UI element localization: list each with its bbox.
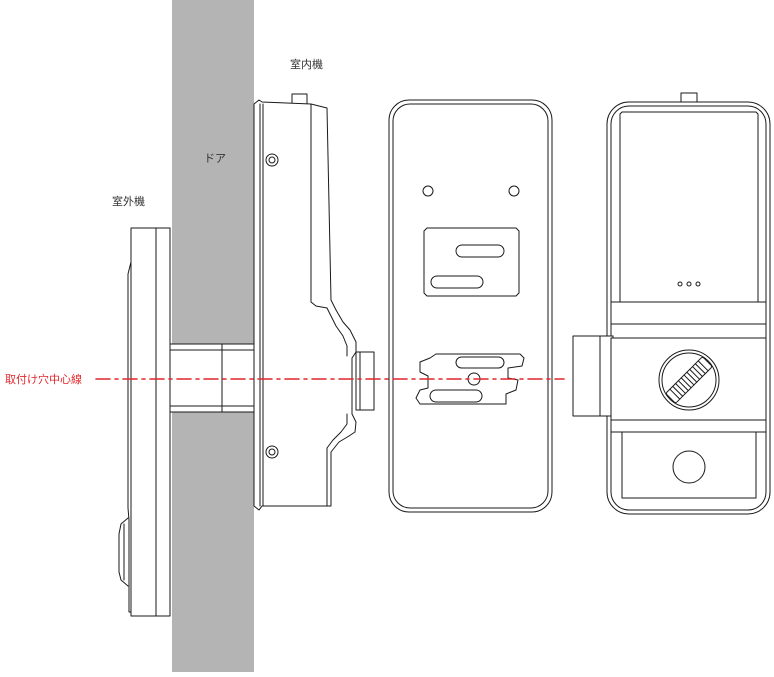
- mounting-plate-front: [388, 99, 553, 513]
- outdoor-unit-side: [118, 227, 171, 617]
- outdoor-unit-label: 室外機: [112, 195, 145, 208]
- door-panel: [172, 0, 254, 672]
- indoor-unit-front: [572, 92, 771, 515]
- through-door-spindle: [169, 343, 255, 413]
- indoor-unit-side: [253, 93, 375, 511]
- center-line-label: 取付け穴中心線: [5, 373, 82, 386]
- door-label: ドア: [204, 152, 226, 165]
- indoor-unit-label: 室内機: [290, 58, 323, 71]
